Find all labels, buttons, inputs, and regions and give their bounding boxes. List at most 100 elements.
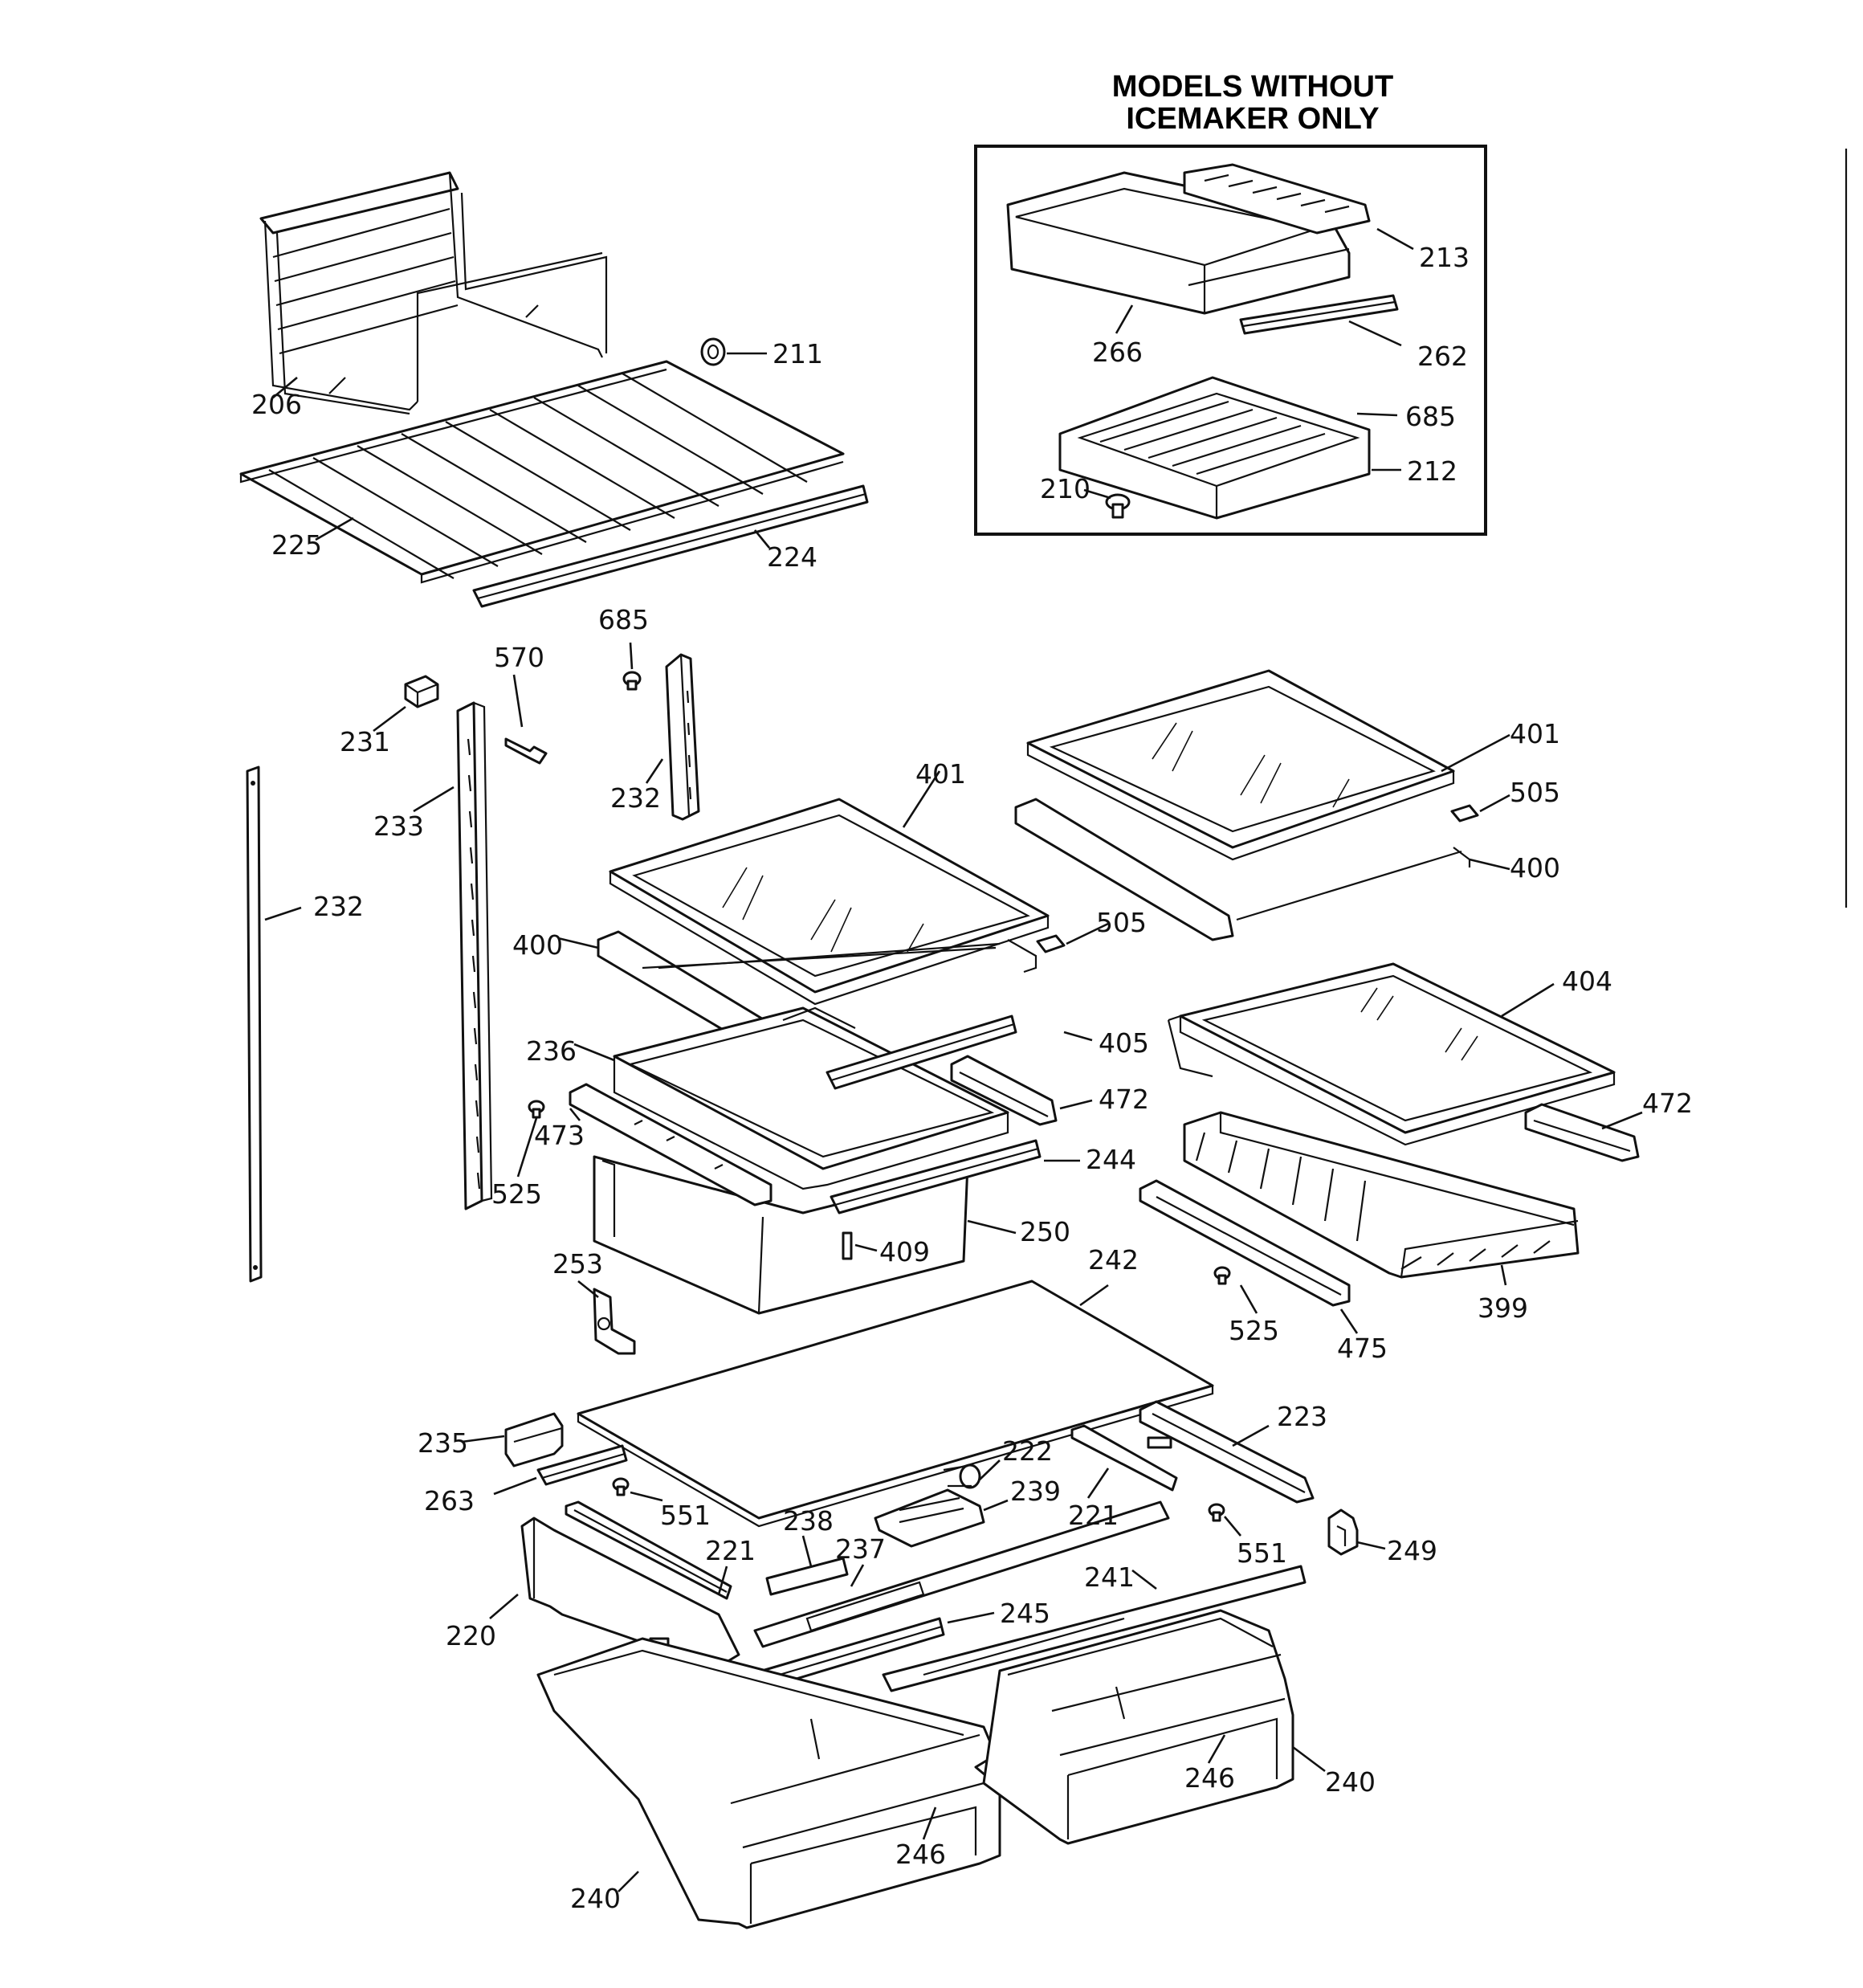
label-399: 399 xyxy=(1478,1292,1528,1324)
wire-shelf-225 xyxy=(239,360,845,584)
label-233: 233 xyxy=(373,810,424,842)
label-232-left: 232 xyxy=(313,891,364,922)
label-404: 404 xyxy=(1562,965,1612,997)
label-409: 409 xyxy=(879,1236,930,1268)
label-225: 225 xyxy=(271,529,322,561)
screw-525-left xyxy=(528,1100,545,1119)
support-263 xyxy=(536,1444,628,1486)
trim-237 xyxy=(753,1500,1170,1648)
cam-239 xyxy=(874,1488,985,1548)
label-401-right: 401 xyxy=(1510,718,1560,749)
label-475: 475 xyxy=(1337,1333,1388,1364)
label-236: 236 xyxy=(526,1035,577,1067)
crisper-drawer-240-left xyxy=(536,1637,1001,1929)
label-245: 245 xyxy=(1000,1598,1050,1629)
label-249: 249 xyxy=(1387,1535,1437,1566)
ladder-233 xyxy=(456,701,493,1210)
label-472-left: 472 xyxy=(1099,1084,1149,1115)
screw-210 xyxy=(1105,493,1131,519)
label-473: 473 xyxy=(534,1120,585,1151)
label-221-right: 221 xyxy=(1068,1500,1119,1531)
label-525-right: 525 xyxy=(1229,1315,1279,1346)
bracket-235 xyxy=(504,1412,564,1468)
label-246-right: 246 xyxy=(1184,1762,1235,1794)
label-250: 250 xyxy=(1020,1216,1070,1247)
bumper-505-right xyxy=(1450,804,1479,823)
bumper-505-left xyxy=(1036,934,1066,953)
label-551-left: 551 xyxy=(660,1500,711,1531)
label-213: 213 xyxy=(1419,242,1470,273)
label-253: 253 xyxy=(552,1248,603,1280)
roller-222 xyxy=(943,1463,981,1489)
label-240-right: 240 xyxy=(1325,1766,1376,1798)
divider-221-left xyxy=(565,1500,732,1600)
label-241: 241 xyxy=(1084,1561,1135,1593)
shelf-trim-224 xyxy=(472,484,869,608)
glass-cover-242 xyxy=(577,1280,1214,1528)
ice-tray-213 xyxy=(1183,163,1371,235)
ice-bin-support-212 xyxy=(1058,376,1371,520)
label-235: 235 xyxy=(418,1427,468,1459)
rail-232-upper xyxy=(665,653,700,821)
label-472-right: 472 xyxy=(1642,1088,1693,1119)
slide-472-left xyxy=(950,1055,1058,1126)
label-237: 237 xyxy=(835,1533,886,1565)
shelf-404 xyxy=(1167,962,1616,1146)
label-244: 244 xyxy=(1086,1144,1136,1175)
clip-249 xyxy=(1327,1508,1359,1556)
label-685: 685 xyxy=(598,604,649,635)
label-263: 263 xyxy=(424,1485,475,1517)
label-221-left: 221 xyxy=(705,1535,756,1566)
label-405: 405 xyxy=(1099,1027,1149,1059)
inset-frame xyxy=(974,145,1487,536)
label-220: 220 xyxy=(446,1620,496,1651)
label-222: 222 xyxy=(1002,1435,1053,1467)
label-246-left: 246 xyxy=(895,1839,946,1870)
label-400-right: 400 xyxy=(1510,852,1560,884)
label-400-left: 400 xyxy=(512,929,563,961)
label-242: 242 xyxy=(1088,1244,1139,1276)
trim-241 xyxy=(882,1565,1307,1692)
screw-685 xyxy=(622,671,642,691)
label-210: 210 xyxy=(1040,473,1090,504)
screw-570 xyxy=(504,737,548,765)
label-551-right: 551 xyxy=(1237,1537,1287,1569)
spacer-211 xyxy=(700,337,726,366)
label-401-left: 401 xyxy=(915,758,966,790)
screw-525-right xyxy=(1213,1266,1231,1285)
wire-rack-206 xyxy=(259,171,608,415)
icemaker-inset: MODELS WITHOUT ICEMAKER ONLY xyxy=(974,70,1487,536)
label-570: 570 xyxy=(494,642,544,673)
label-240-left: 240 xyxy=(570,1883,621,1914)
label-232-upper: 232 xyxy=(610,782,661,814)
label-239: 239 xyxy=(1010,1476,1061,1507)
label-224: 224 xyxy=(767,541,817,573)
slide-262 xyxy=(1239,294,1399,335)
slide-473-rail xyxy=(569,1083,773,1206)
slide-405 xyxy=(826,1014,1017,1090)
label-266: 266 xyxy=(1092,337,1143,368)
pan-236 xyxy=(613,1006,1009,1190)
screw-551-left xyxy=(612,1477,630,1496)
nameplate-238 xyxy=(765,1557,849,1596)
slide-475 xyxy=(1139,1179,1351,1307)
inset-title-line2: ICEMAKER ONLY xyxy=(1126,102,1379,136)
label-206: 206 xyxy=(251,389,302,420)
label-238: 238 xyxy=(783,1505,834,1537)
clip-253 xyxy=(593,1288,636,1355)
label-525-left: 525 xyxy=(491,1178,542,1210)
bracket-409 xyxy=(842,1231,853,1260)
rail-232-left xyxy=(246,765,263,1283)
glass-shelf-401-right xyxy=(1026,669,1455,861)
divider-221-right xyxy=(1070,1424,1178,1492)
label-231: 231 xyxy=(340,726,390,757)
label-212: 212 xyxy=(1407,455,1457,487)
slide-472-right xyxy=(1524,1103,1640,1162)
label-505-right: 505 xyxy=(1510,777,1560,808)
wire-basket-399 xyxy=(1183,1111,1580,1279)
label-505-left: 505 xyxy=(1096,907,1147,938)
crisper-drawer-240-right xyxy=(982,1609,1294,1845)
label-211: 211 xyxy=(773,338,823,369)
slide-244 xyxy=(830,1139,1042,1214)
